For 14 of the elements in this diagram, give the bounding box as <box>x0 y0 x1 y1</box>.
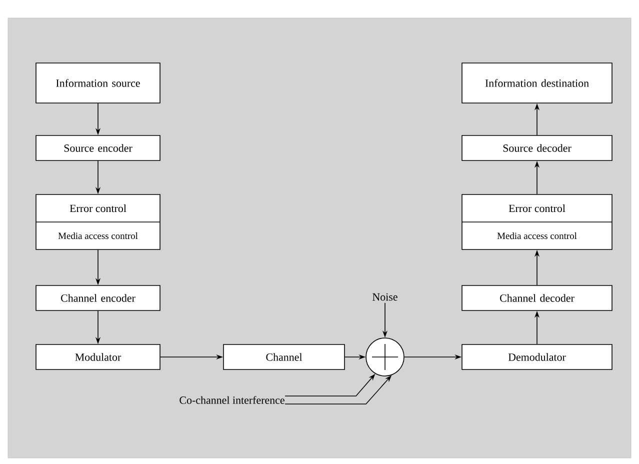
process-box: Modulator <box>36 344 160 370</box>
input-label: Noise <box>372 293 398 301</box>
input-label: Co-channel interference <box>180 396 284 404</box>
process-box: Information source <box>36 62 160 104</box>
process-box: Channel decoder <box>462 285 612 311</box>
process-box: Error control Media access control <box>462 194 612 250</box>
summing-junction <box>366 338 404 376</box>
process-box: Error control Media access control <box>36 194 160 250</box>
process-box: Information destination <box>462 62 612 104</box>
process-box: Channel <box>223 344 345 370</box>
process-box: Demodulator <box>462 344 612 370</box>
process-box: Channel encoder <box>36 285 160 311</box>
process-box: Source encoder <box>36 135 160 161</box>
process-box: Source decoder <box>462 135 612 161</box>
